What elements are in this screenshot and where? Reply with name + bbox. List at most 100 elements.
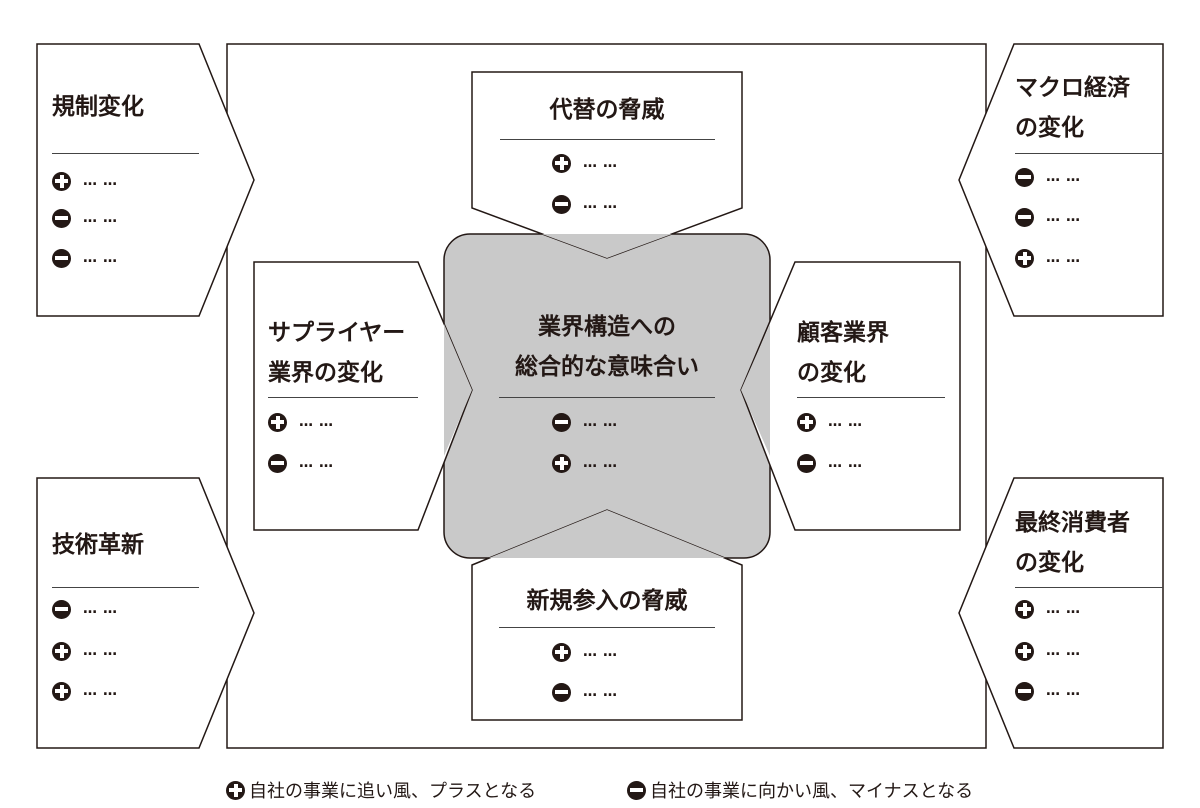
box-center-title: 業界構造への — [538, 314, 676, 340]
box-consumer-shape — [958, 477, 1164, 749]
box-consumer-title: の変化 — [1015, 550, 1084, 576]
item-text: …… — [583, 196, 623, 212]
minus-icon — [552, 682, 571, 702]
item-text: …… — [583, 155, 623, 171]
plus-icon — [797, 412, 816, 432]
item-text: …… — [299, 414, 339, 430]
item-text: …… — [1046, 209, 1086, 225]
box-regulation-item: …… — [52, 170, 123, 192]
box-consumer-item: …… — [1015, 640, 1086, 662]
item-text: …… — [583, 644, 623, 660]
box-technology-divider — [52, 587, 199, 588]
box-consumer-item: …… — [1015, 680, 1086, 702]
minus-icon — [797, 453, 816, 473]
legend-plus-label: 自社の事業に追い風、プラスとなる — [249, 781, 537, 802]
box-center-item: …… — [552, 452, 623, 474]
plus-icon — [52, 641, 71, 661]
center-notch-bottom — [489, 510, 725, 558]
plus-icon — [268, 412, 287, 432]
box-customer-divider — [797, 397, 945, 398]
plus-icon — [552, 153, 571, 173]
box-regulation-title: 規制変化 — [52, 94, 144, 120]
minus-icon — [627, 780, 646, 800]
center-notch-right — [741, 324, 770, 456]
box-substitutes-divider — [500, 139, 715, 140]
box-technology-item: …… — [52, 640, 123, 662]
item-text: …… — [828, 455, 868, 471]
legend-minus: 自社の事業に向かい風、マイナスとなる — [627, 777, 973, 803]
item-text: …… — [83, 643, 123, 659]
minus-icon — [52, 599, 71, 619]
box-macro-shape — [958, 43, 1164, 317]
box-technology-item: …… — [52, 598, 123, 620]
item-text: …… — [1046, 683, 1086, 699]
box-macro-divider — [1015, 153, 1163, 154]
item-text: …… — [83, 250, 123, 266]
item-text: …… — [83, 173, 123, 189]
legend-minus-label: 自社の事業に向かい風、マイナスとなる — [650, 781, 974, 802]
item-text: …… — [828, 414, 868, 430]
minus-icon — [552, 412, 571, 432]
box-customer-item: …… — [797, 452, 868, 474]
box-supplier-divider — [268, 397, 418, 398]
box-new-entrants-item: …… — [552, 681, 623, 703]
minus-icon — [1015, 167, 1034, 187]
plus-icon — [52, 681, 71, 701]
plus-icon — [1015, 248, 1034, 268]
box-technology-title: 技術革新 — [52, 532, 144, 558]
minus-icon — [1015, 207, 1034, 227]
minus-icon — [52, 208, 71, 228]
box-regulation-shape — [36, 43, 255, 317]
plus-icon — [552, 642, 571, 662]
box-regulation-divider — [52, 153, 199, 154]
box-macro-item: …… — [1015, 166, 1086, 188]
item-text: …… — [583, 455, 623, 471]
box-substitutes-item: …… — [552, 193, 623, 215]
item-text: …… — [83, 210, 123, 226]
box-macro-title: の変化 — [1015, 115, 1084, 141]
plus-icon — [52, 171, 71, 191]
item-text: …… — [583, 684, 623, 700]
plus-icon — [226, 780, 245, 800]
box-consumer-item: …… — [1015, 598, 1086, 620]
box-macro-item: …… — [1015, 247, 1086, 269]
item-text: …… — [83, 683, 123, 699]
box-customer-title: 顧客業界 — [797, 320, 889, 346]
box-substitutes-item: …… — [552, 152, 623, 174]
item-text: …… — [1046, 169, 1086, 185]
box-supplier-title: サプライヤー — [268, 320, 406, 346]
center-notch-top — [542, 234, 672, 258]
box-consumer-title: 最終消費者 — [1015, 510, 1130, 536]
item-text: …… — [1046, 643, 1086, 659]
legend-plus: 自社の事業に追い風、プラスとなる — [226, 777, 536, 803]
box-new-entrants-item: …… — [552, 641, 623, 663]
box-center-title: 総合的な意味合い — [515, 354, 699, 380]
box-customer-shape — [740, 261, 961, 531]
minus-icon — [552, 194, 571, 214]
box-macro-title: マクロ経済 — [1015, 75, 1130, 101]
item-text: …… — [299, 455, 339, 471]
minus-icon — [52, 248, 71, 268]
box-supplier-title: 業界の変化 — [268, 360, 383, 386]
plus-icon — [1015, 599, 1034, 619]
minus-icon — [1015, 681, 1034, 701]
box-substitutes-title: 代替の脅威 — [549, 97, 665, 123]
box-center-item: …… — [552, 411, 623, 433]
box-regulation-item: …… — [52, 207, 123, 229]
box-new-entrants-divider — [499, 627, 715, 628]
minus-icon — [268, 453, 287, 473]
box-supplier-item: …… — [268, 411, 339, 433]
box-technology-item: …… — [52, 680, 123, 702]
box-customer-item: …… — [797, 411, 868, 433]
box-center-divider — [499, 397, 715, 398]
center-notch-left — [444, 324, 472, 456]
box-new-entrants-title: 新規参入の脅威 — [526, 588, 688, 614]
box-consumer-divider — [1015, 587, 1163, 588]
plus-icon — [552, 453, 571, 473]
box-supplier-shape — [253, 261, 473, 531]
box-substitutes-shape — [471, 71, 743, 259]
box-customer-title: の変化 — [797, 360, 866, 386]
item-text: …… — [1046, 601, 1086, 617]
box-regulation-item: …… — [52, 247, 123, 269]
